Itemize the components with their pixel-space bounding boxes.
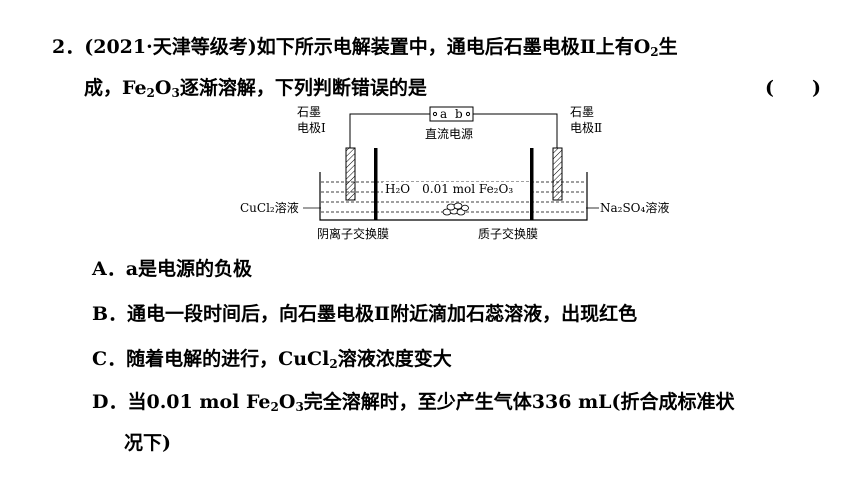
question-text-1-sub: 2 xyxy=(650,45,659,59)
right-electrode-label-2: 电极Ⅱ xyxy=(570,121,602,135)
power-source-box xyxy=(429,106,474,122)
question-line-2: 成，Fe2O3逐渐溶解，下列判断错误的是 xyxy=(84,73,427,100)
question-number: 2． xyxy=(52,36,85,58)
question-text-2a: 成，Fe xyxy=(84,77,147,99)
fe2o3-solid-icon xyxy=(442,202,469,216)
question-text-2c: 逐渐溶解，下列判断错误的是 xyxy=(179,77,427,99)
option-d-sub1: 2 xyxy=(270,400,279,414)
option-c-sub: 2 xyxy=(329,357,338,371)
left-electrode-label-2: 电极Ⅰ xyxy=(297,121,326,135)
option-a[interactable]: A．a是电源的负极 xyxy=(92,258,253,280)
option-b[interactable]: B．通电一段时间后，向石墨电极Ⅱ附近滴加石蕊溶液，出现红色 xyxy=(92,303,638,325)
anion-membrane-label: 阴离子交换膜 xyxy=(317,226,389,241)
right-solution-label: Na₂SO₄溶液 xyxy=(600,200,669,215)
electrolysis-diagram: 石墨 电极Ⅰ 石墨 电极Ⅱ a b 直流电源 H₂O 0.01 mol Fe₂O… xyxy=(240,105,669,241)
option-d-text-a: D．当0.01 mol Fe xyxy=(92,391,271,413)
right-wire xyxy=(473,113,558,148)
option-d-text-c: 完全溶解时，至少产生气体336 mL(折合成标准状 xyxy=(303,391,735,413)
option-d-line-2: 况下) xyxy=(124,432,171,454)
option-d-text-b: O xyxy=(278,391,296,413)
question-text-1: 如下所示电解装置中，通电后石墨电极Ⅱ上有O xyxy=(256,36,651,58)
question-text-2-sub2: 3 xyxy=(171,86,180,100)
electrolytic-cell xyxy=(319,172,588,221)
question-source: (2021·天津等级考) xyxy=(84,36,257,58)
graphite-electrode-2 xyxy=(552,147,563,201)
left-electrode-label-1: 石墨 xyxy=(297,105,321,119)
middle-label-background xyxy=(383,182,529,196)
option-d[interactable]: D．当0.01 mol Fe2O3完全溶解时，至少产生气体336 mL(折合成标… xyxy=(92,387,735,414)
question-text-1-end: 生 xyxy=(658,36,678,58)
terminal-b-icon xyxy=(465,111,471,117)
power-terminal-a: a xyxy=(440,107,447,121)
option-c-text-a: C．随着电解的进行，CuCl xyxy=(92,348,330,370)
question-line-1: 2．(2021·天津等级考)如下所示电解装置中，通电后石墨电极Ⅱ上有O2生 xyxy=(52,32,678,59)
answer-parentheses: ( ) xyxy=(765,77,821,99)
terminal-a-icon xyxy=(432,111,438,117)
power-terminal-b: b xyxy=(455,107,463,121)
anion-exchange-membrane xyxy=(374,148,378,220)
proton-membrane-label: 质子交换膜 xyxy=(478,226,538,241)
middle-solution-label: H₂O 0.01 mol Fe₂O₃ xyxy=(385,182,513,196)
left-solution-label: CuCl₂溶液 xyxy=(240,200,299,215)
question-text-2-sub1: 2 xyxy=(146,86,155,100)
graphite-electrode-1 xyxy=(345,147,356,201)
option-c-text-b: 溶液浓度变大 xyxy=(337,348,452,370)
right-electrode-label-1: 石墨 xyxy=(570,105,594,119)
question-text-2b: O xyxy=(154,77,172,99)
proton-exchange-membrane xyxy=(530,148,534,220)
option-c[interactable]: C．随着电解的进行，CuCl2溶液浓度变大 xyxy=(92,344,452,371)
left-wire xyxy=(349,113,430,148)
power-source-label: 直流电源 xyxy=(425,127,473,141)
option-d-sub2: 3 xyxy=(295,400,304,414)
